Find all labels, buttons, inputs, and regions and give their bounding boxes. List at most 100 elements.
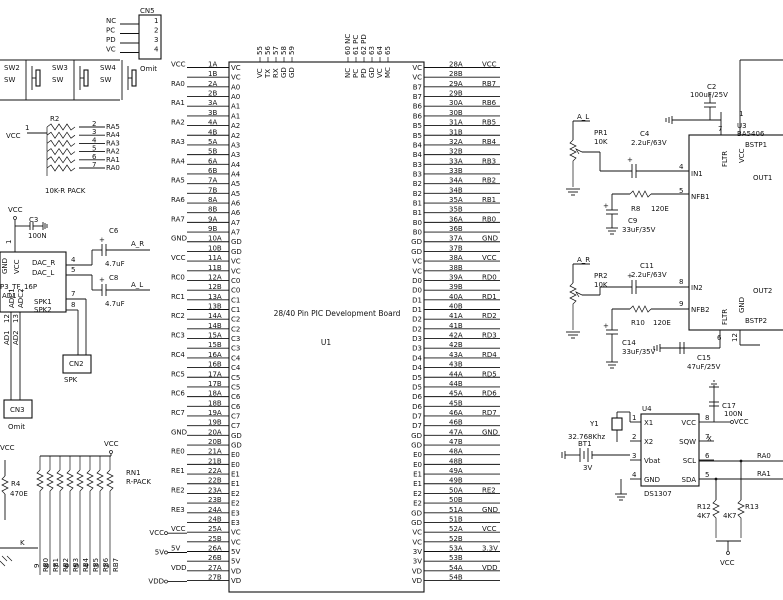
rn1-resistor — [76, 469, 84, 492]
board-right-pin-number: 48B — [449, 457, 463, 465]
u4-ref: U4 — [642, 405, 652, 413]
led-light-rays-icon — [0, 555, 13, 567]
board-left-net-label: RA2 — [171, 119, 185, 127]
r2-vcc-pin: 1 — [25, 124, 29, 132]
board-left-net-label: RA1 — [171, 99, 185, 107]
c9-polarity: + — [603, 202, 609, 210]
board-right-pin-number: 43A — [449, 351, 463, 359]
board-left-pin-number: 9B — [208, 225, 217, 233]
board-left-pin-number: 22A — [208, 467, 222, 475]
board-left-pin-number: 20A — [208, 428, 222, 436]
switch-ref: SW4 — [100, 64, 116, 72]
switch-ref: SW3 — [52, 64, 68, 72]
r13-ref: R13 — [745, 503, 759, 511]
board-left-pin-name: C3 — [231, 345, 240, 353]
c8-ref: C8 — [109, 274, 118, 282]
board-left-pin-number: 2B — [208, 90, 217, 98]
board-left-pin-number: 14A — [208, 312, 222, 320]
r8-value: 120E — [651, 205, 669, 213]
dac-side-label: AD1 — [2, 292, 17, 300]
board-right-pin-number: 36B — [449, 225, 463, 233]
board-left-net-label: RE3 — [171, 506, 185, 514]
board-right-pin-name: B1 — [413, 209, 422, 217]
board-left-pin-name: C2 — [231, 325, 240, 333]
cn5-ref: CN5 — [140, 7, 155, 15]
dac-net-ad1: AD1 — [3, 330, 11, 345]
board-left-pin-name: C2 — [231, 316, 240, 324]
dac-vcc-label: VCC — [8, 206, 23, 214]
r12-ref: R12 — [697, 503, 711, 511]
board-left-net-label: RC3 — [171, 332, 185, 340]
board-right-pin-name: E1 — [413, 471, 422, 479]
board-right-net-label: RD7 — [482, 409, 497, 417]
rtc-left-pin-number: 1 — [632, 414, 636, 422]
u3-fltr-label: FLTR — [721, 151, 729, 167]
board-right-pin-number: 28A — [449, 61, 463, 69]
board-left-pin-name: VD — [231, 577, 241, 585]
rtc-left-pin-name: X2 — [644, 438, 653, 446]
r13-resistor — [737, 499, 745, 538]
cn5-net-label: VC — [106, 46, 116, 54]
board-right-pin-name: VC — [412, 74, 422, 82]
r2-resistor — [46, 147, 76, 156]
c14-ref: C14 — [622, 339, 636, 347]
dac-out-r-name: DAC_R — [32, 259, 55, 267]
board-right-net-label: RB7 — [482, 80, 496, 88]
board-top-pin-name: TX — [264, 69, 272, 79]
board-left-net-label: RC0 — [171, 273, 185, 281]
rtc-right-pin-number: 5 — [705, 471, 709, 479]
cn5-pin-number: 3 — [154, 36, 158, 44]
board-right-pin-name: B0 — [413, 229, 422, 237]
r12-resistor — [712, 499, 720, 538]
cn5-pin-number: 1 — [154, 17, 158, 25]
r2-pin-number: 4 — [92, 136, 97, 144]
scl-net: RA0 — [757, 452, 771, 460]
u3-fltr2-label: FLTR — [721, 309, 729, 325]
board-right-net-label: RB4 — [482, 138, 497, 146]
c6-net: A_R — [131, 240, 144, 248]
board-right-pin-name: VC — [412, 64, 422, 72]
dac-net-ad2: AD2 — [12, 330, 20, 345]
board-right-pin-name: B3 — [413, 161, 422, 169]
board-right-pin-number: 53A — [449, 545, 463, 553]
board-top-pin-number: 65 — [384, 46, 392, 55]
board-right-pin-name: B6 — [413, 112, 423, 120]
board-left-pin-name: A6 — [231, 209, 241, 217]
board-left-pin-name: A3 — [231, 151, 240, 159]
board-right-pin-name: GD — [411, 238, 422, 246]
board-right-net-label: RB0 — [482, 215, 496, 223]
r12-value: 4K7 — [697, 512, 711, 520]
r2-resistor — [46, 156, 76, 164]
pr1-wiper-arrow-icon — [575, 148, 583, 155]
rn1-resistor — [46, 469, 54, 492]
c9-value: 33uF/35V — [622, 226, 656, 234]
board-left-pin-name: VC — [231, 74, 241, 82]
board-right-pin-name: D7 — [412, 412, 422, 420]
board-left-pin-number: 24A — [208, 506, 222, 514]
board-ref: U1 — [321, 338, 331, 347]
dac-body — [0, 251, 67, 313]
board-left-pin-number: 10B — [208, 244, 222, 252]
r2-vcc-label: VCC — [6, 132, 21, 140]
board-left-pin-number: 25B — [208, 535, 222, 543]
board-left-pin-name: A0 — [231, 93, 240, 101]
board-left-pin-name: 5V — [231, 558, 240, 566]
board-right-pin-number: 30A — [449, 99, 463, 107]
board-left-net-label: VCC — [171, 61, 186, 69]
rn1-pin-number: 7 — [53, 564, 61, 568]
board-left-pin-name: E1 — [231, 471, 240, 479]
board-left-pin-number: 27B — [208, 574, 222, 582]
r4-value: 470E — [10, 490, 28, 498]
board-left-pin-number: 21B — [208, 457, 222, 465]
switch-button-icon — [131, 69, 137, 87]
board-right-pin-number: 37B — [449, 244, 463, 252]
r2-ref: R2 — [50, 115, 59, 123]
r4-resistor — [1, 475, 9, 495]
board-left-pin-name: A2 — [231, 132, 240, 140]
board-right-pin-name: B7 — [413, 93, 422, 101]
board-right-pin-name: VC — [412, 258, 422, 266]
